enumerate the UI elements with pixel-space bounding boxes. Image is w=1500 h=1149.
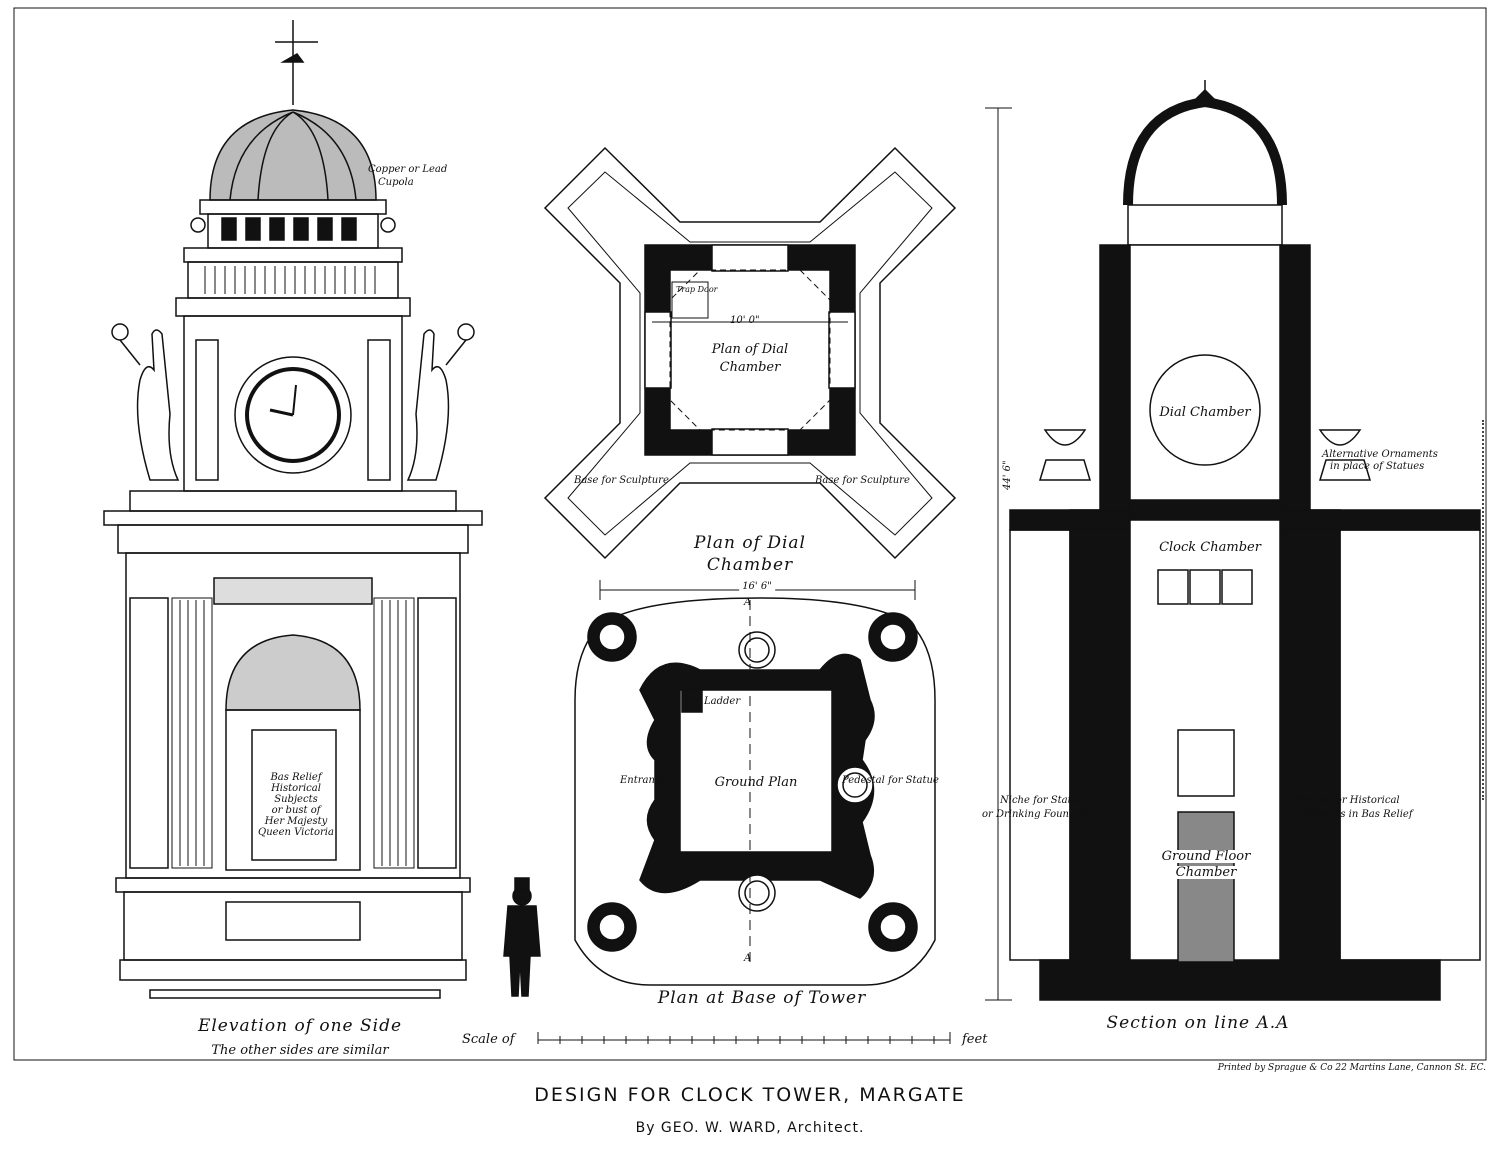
scale-prefix: Scale of xyxy=(462,1032,515,1047)
elevation-subcaption: The other sides are similar xyxy=(211,1043,389,1058)
margin-mark xyxy=(1482,420,1498,800)
dial-plan-caption-1: Plan of Dial xyxy=(694,533,806,553)
section-height-label: 44' 6" xyxy=(1002,460,1013,490)
section-mark-top: A xyxy=(744,597,752,608)
bas-relief-line: or bust of xyxy=(271,805,321,816)
entrance-label: Entrance xyxy=(620,775,667,786)
trap-door-label: Trap Door xyxy=(676,285,718,294)
bas-relief-line: Bas Relief xyxy=(270,772,322,783)
bas-relief-line: Queen Victoria xyxy=(258,827,334,838)
dial-width-label: 10' 0" xyxy=(730,315,760,326)
dial-inner-label-2: Chamber xyxy=(719,360,781,375)
scale-bar xyxy=(537,1032,951,1044)
section-caption: Section on line A.A xyxy=(1106,1013,1290,1033)
alt-ornament-label-2: in place of Statues xyxy=(1330,461,1425,472)
niche-label-2: or Drinking Fountain xyxy=(982,809,1089,820)
printer-credit: Printed by Sprague & Co 22 Martins Lane,… xyxy=(1217,1063,1486,1073)
bas-relief-line: Historical xyxy=(271,783,321,794)
base-sculpture-right: Base for Sculpture xyxy=(815,475,910,486)
sheet-border xyxy=(13,7,1487,1061)
base-plan-caption: Plan at Base of Tower xyxy=(657,988,867,1008)
drawing-title: DESIGN FOR CLOCK TOWER, MARGATE xyxy=(534,1084,966,1106)
alt-ornament-label-1: Alternative Ornaments xyxy=(1322,449,1438,460)
pedestal-label: Pedestal for Statue xyxy=(842,775,939,786)
elevation-caption: Elevation of one Side xyxy=(197,1016,403,1036)
base-sculpture-left: Base for Sculpture xyxy=(574,475,669,486)
clock-chamber-label: Clock Chamber xyxy=(1159,540,1261,555)
bas-relief-note: Bas Relief Historical Subjects or bust o… xyxy=(255,772,337,838)
dial-inner-label-1: Plan of Dial xyxy=(711,342,789,357)
architect-byline: By GEO. W. WARD, Architect. xyxy=(635,1120,865,1136)
dial-plan-caption-2: Chamber xyxy=(706,555,794,575)
section-mark-bottom: A xyxy=(744,953,752,964)
cupola-note-2: Cupola xyxy=(378,177,414,188)
section-drawing xyxy=(985,80,1481,1001)
bas-relief-line: Her Majesty xyxy=(264,816,328,827)
base-plan-drawing xyxy=(574,580,936,986)
dial-chamber-label: Dial Chamber xyxy=(1159,405,1251,420)
ground-plan-label: Ground Plan xyxy=(714,775,798,790)
scale-suffix: feet xyxy=(962,1032,988,1047)
base-width-label: 16' 6" xyxy=(739,582,775,592)
cupola-note-1: Copper or Lead xyxy=(368,164,448,175)
niche-label-1: Niche for Statue xyxy=(1000,795,1084,806)
ground-floor-label-1: Ground Floor xyxy=(1161,849,1251,864)
elevation-drawing xyxy=(103,20,541,999)
dial-chamber-plan-drawing xyxy=(543,146,957,560)
ladder-label: Ladder xyxy=(704,696,741,707)
bas-relief-line: Subjects xyxy=(274,794,318,805)
ground-floor-label-2: Chamber xyxy=(1175,865,1237,880)
panels-label-2: Subjects in Bas Relief xyxy=(1302,809,1413,820)
panels-label-1: Panels for Historical xyxy=(1296,795,1400,806)
